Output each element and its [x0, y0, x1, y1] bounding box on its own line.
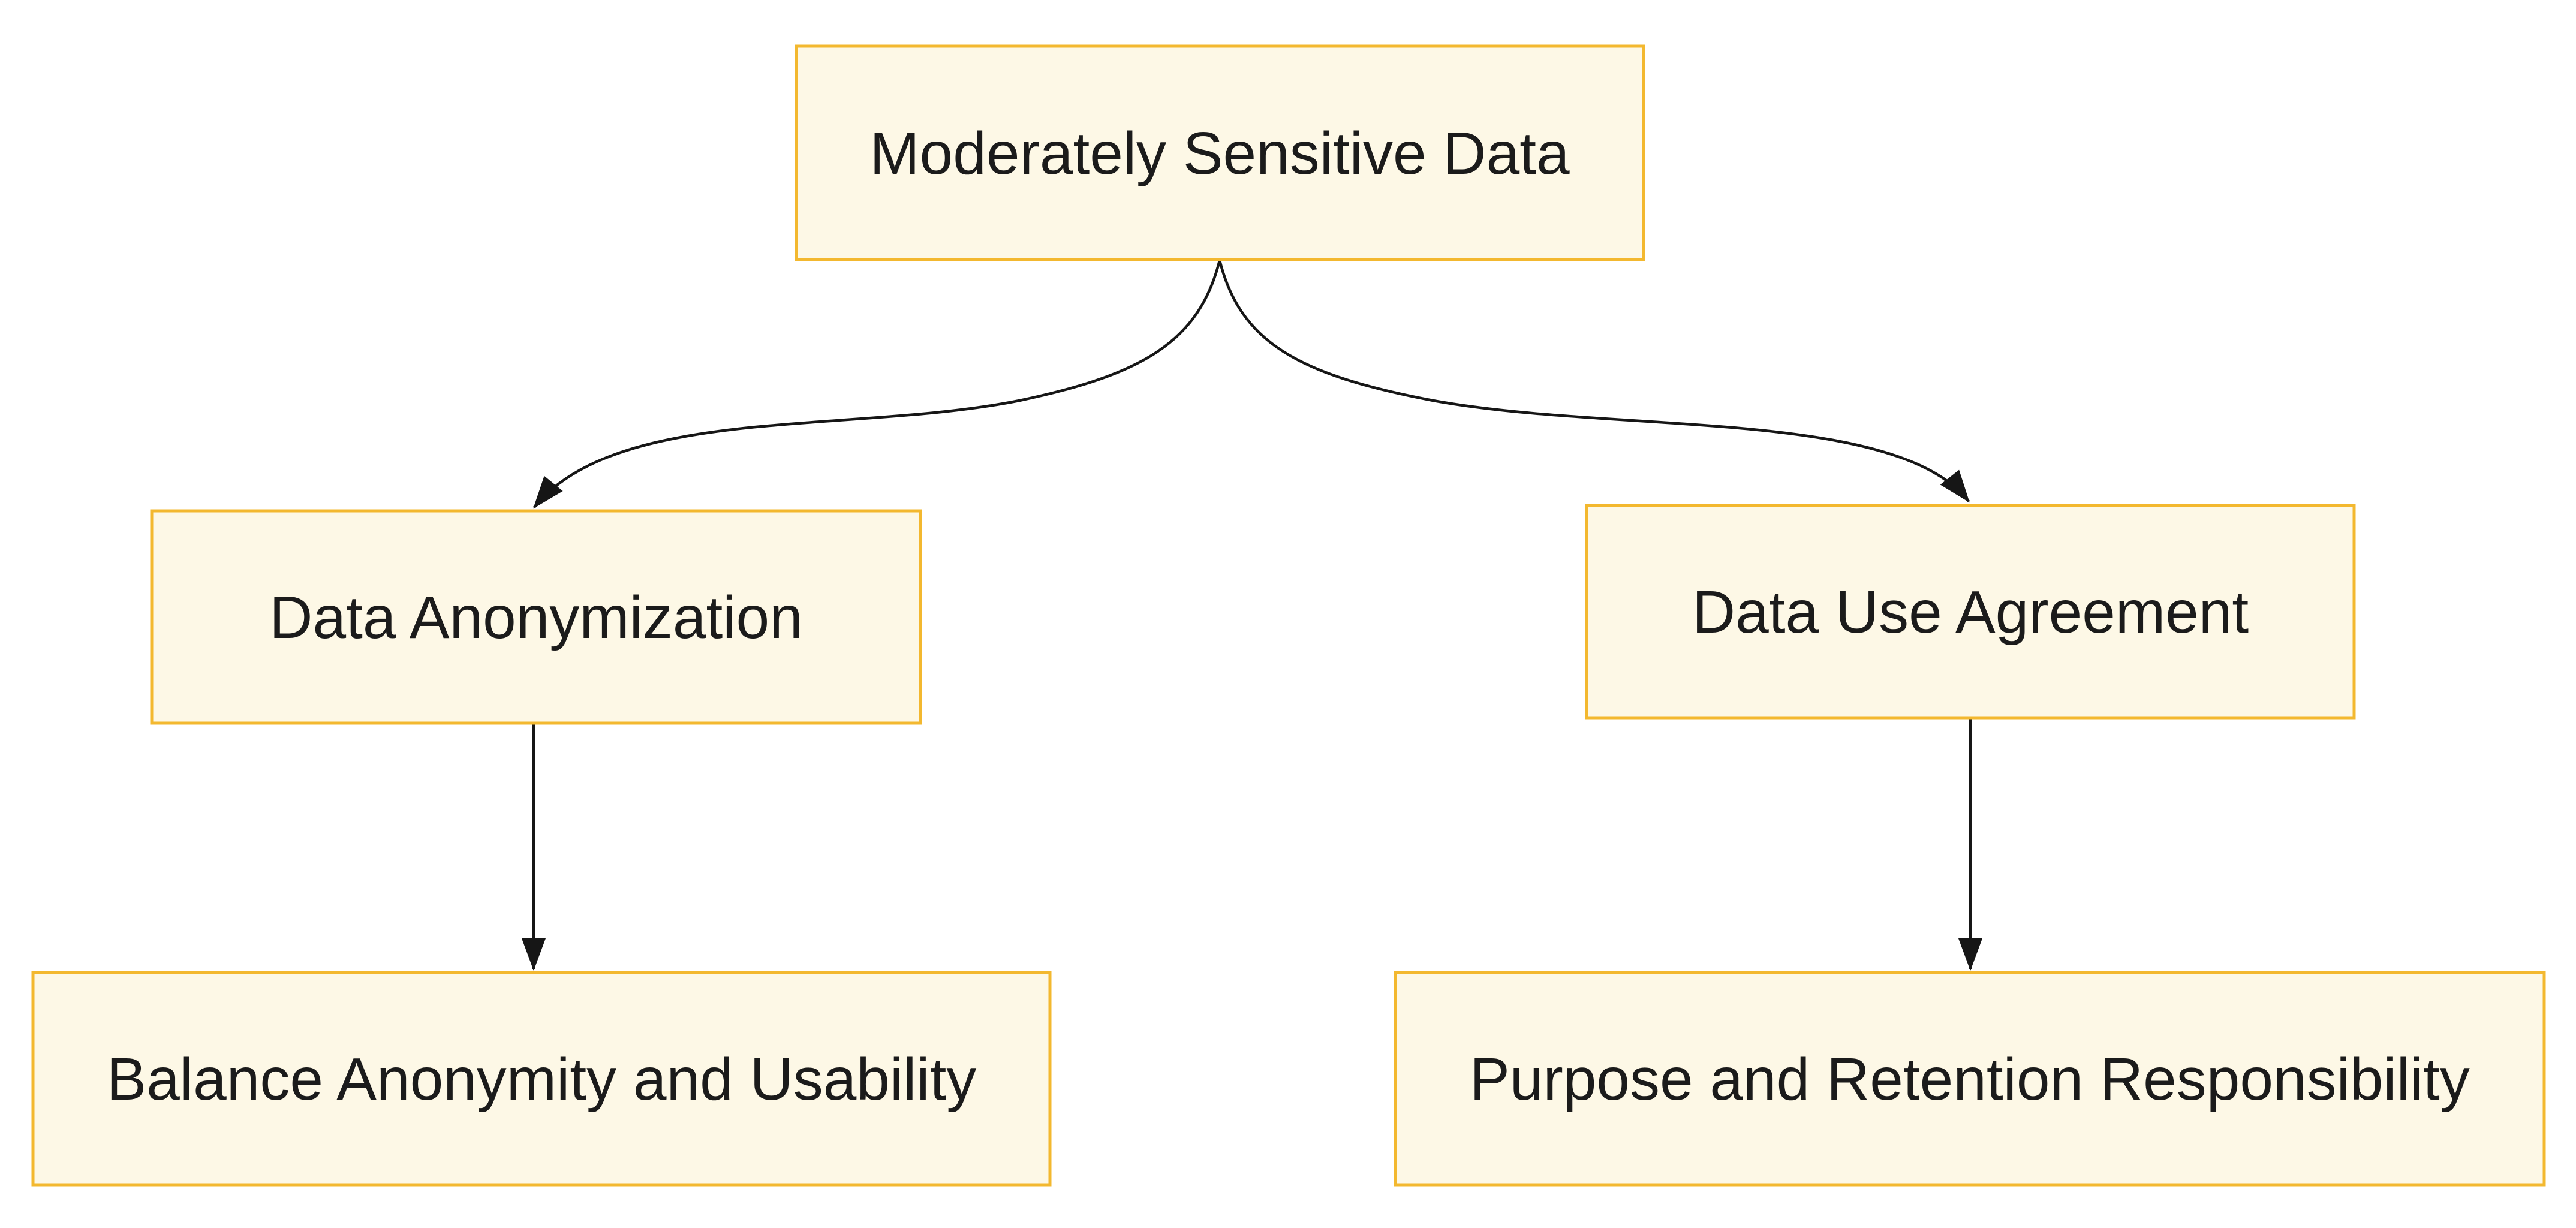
node-label: Moderately Sensitive Data [869, 120, 1570, 187]
node-data-use-agreement: Data Use Agreement [1585, 504, 2356, 720]
node-data-anonymization: Data Anonymization [150, 509, 922, 725]
node-label: Data Anonymization [269, 584, 802, 651]
node-box [1585, 504, 2356, 720]
node-balance-anonymity-and-usability: Balance Anonymity and Usability [31, 971, 1052, 1187]
node-label: Balance Anonymity and Usability [107, 1046, 977, 1113]
node-box [1394, 971, 2546, 1187]
node-box [150, 509, 922, 725]
node-label: Purpose and Retention Responsibility [1470, 1046, 2470, 1113]
node-moderately-sensitive-data: Moderately Sensitive Data [795, 44, 1645, 261]
edge-root-to-data-use-agreement [1218, 260, 1970, 503]
node-purpose-and-retention-responsibility: Purpose and Retention Responsibility [1394, 971, 2546, 1187]
node-box [31, 971, 1052, 1187]
node-label: Data Use Agreement [1692, 579, 2249, 646]
edge-root-to-data-anonymization [533, 260, 1221, 509]
node-box [795, 44, 1645, 261]
